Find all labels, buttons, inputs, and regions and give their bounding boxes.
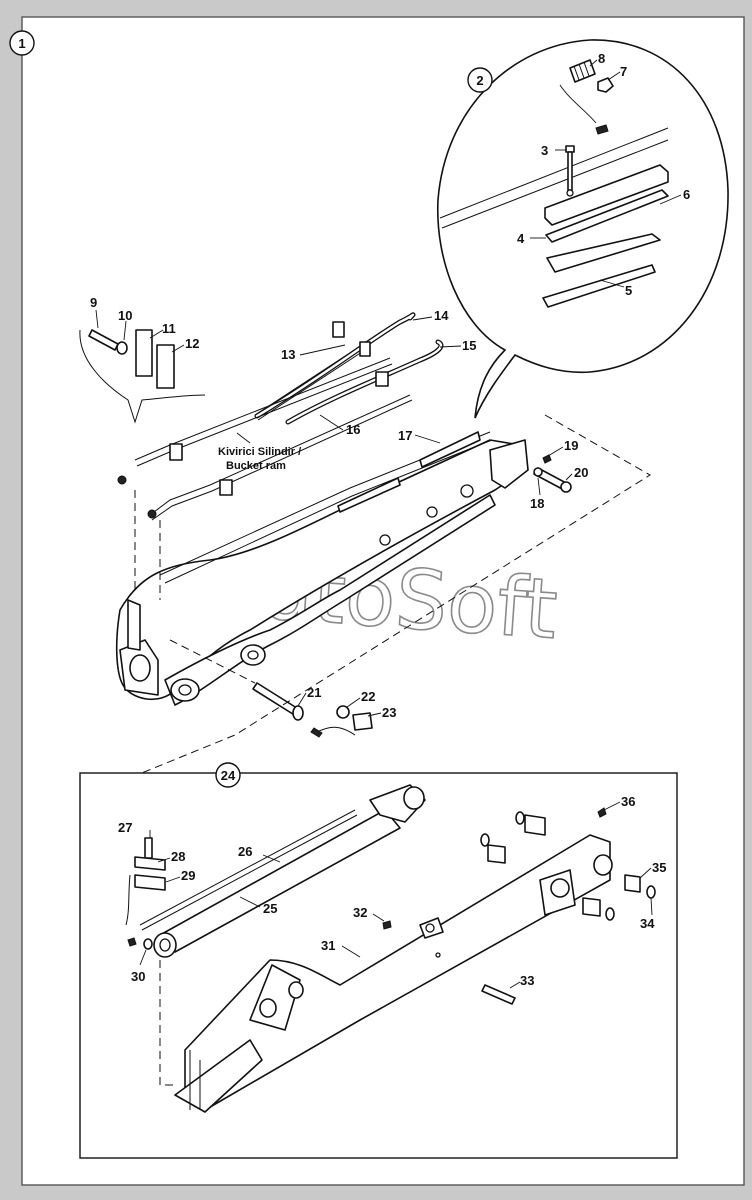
- hose-group: [117, 312, 444, 600]
- view-1-marker: 1: [9, 30, 35, 56]
- view-1-label: 1: [18, 36, 25, 51]
- callout-13: 13: [281, 347, 295, 362]
- callout-12: 12: [185, 336, 199, 351]
- callout-6: 6: [683, 187, 690, 202]
- callout-27: 27: [118, 820, 132, 835]
- callout-7: 7: [620, 64, 627, 79]
- callout-31: 31: [321, 938, 335, 953]
- callout-11: 11: [162, 321, 176, 336]
- callout-8: 8: [598, 51, 605, 66]
- callout-18: 18: [530, 496, 544, 511]
- annotation-line-2: Bucket ram: [226, 460, 286, 472]
- callout-20: 20: [574, 465, 588, 480]
- callout-5: 5: [625, 283, 632, 298]
- callout-19: 19: [564, 438, 578, 453]
- pin-21-group: [169, 639, 373, 738]
- leader-lines: [95, 59, 682, 989]
- callout-9: 9: [90, 295, 97, 310]
- callout-4: 4: [517, 231, 525, 246]
- callout-3: 3: [541, 143, 548, 158]
- callout-34: 34: [640, 916, 655, 931]
- callout-16: 16: [346, 422, 360, 437]
- subassembly-box: 24: [79, 762, 678, 1159]
- callout-25: 25: [263, 901, 277, 916]
- detail-bubble: 2: [436, 39, 729, 419]
- callout-15: 15: [462, 338, 476, 353]
- callout-labels: 3 4 5 6 7 8 9 10 11 12 13 14 15 16 17 18…: [90, 51, 690, 988]
- callout-30: 30: [131, 969, 145, 984]
- left-bracket-detail: [79, 329, 206, 424]
- callout-14: 14: [434, 308, 449, 323]
- callout-36: 36: [621, 794, 635, 809]
- callout-23: 23: [382, 705, 396, 720]
- pin-20-group: [533, 454, 572, 493]
- callout-35: 35: [652, 860, 666, 875]
- annotation-arrow: [236, 432, 251, 444]
- callout-28: 28: [171, 849, 185, 864]
- callout-21: 21: [307, 685, 321, 700]
- view-2-label: 2: [476, 73, 483, 88]
- callout-26: 26: [238, 844, 252, 859]
- callout-32: 32: [353, 905, 367, 920]
- callout-17: 17: [398, 428, 412, 443]
- callout-10: 10: [118, 308, 132, 323]
- dash-link-upper: [99, 414, 651, 791]
- boom-assembly: [115, 431, 529, 706]
- annotation-line-1: Kivirici Silindir /: [218, 446, 301, 458]
- callout-29: 29: [181, 868, 195, 883]
- callout-22: 22: [361, 689, 375, 704]
- callout-33: 33: [520, 973, 534, 988]
- view-24-label: 24: [221, 768, 236, 783]
